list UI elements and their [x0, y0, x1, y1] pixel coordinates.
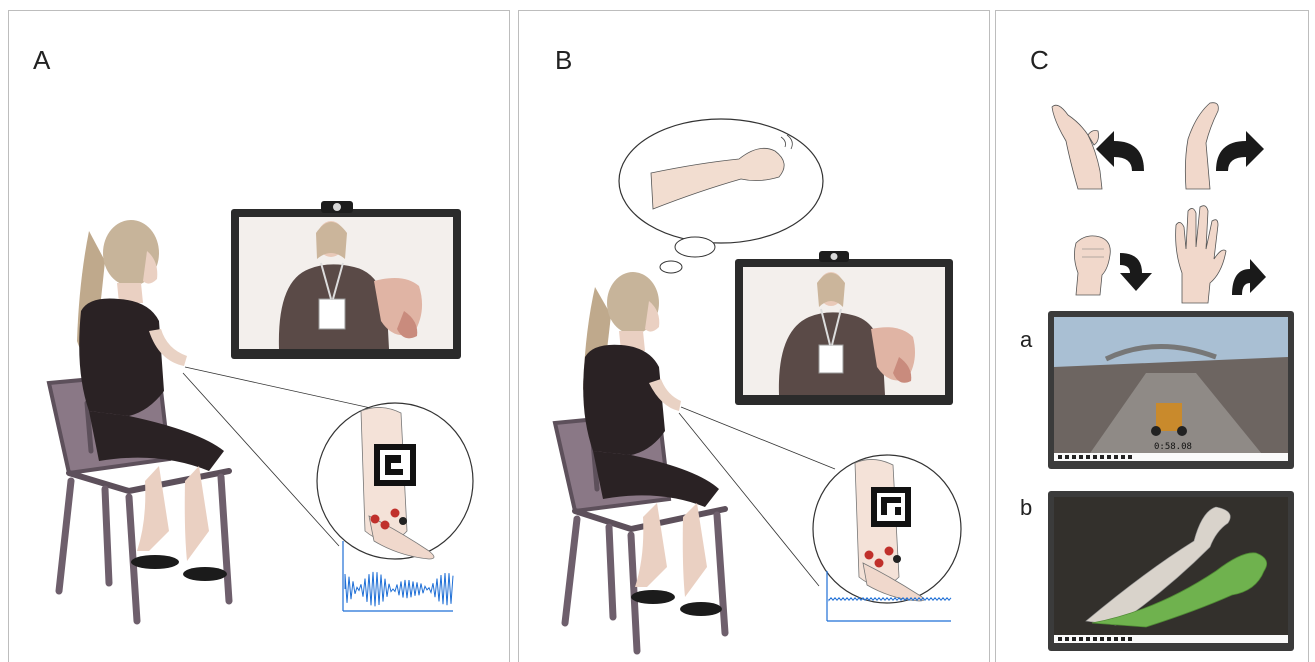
taskbar-icon	[1100, 455, 1104, 459]
taskbar-icon	[1093, 455, 1097, 459]
rotate-arrow-icon	[1120, 253, 1152, 291]
thought-bubble	[619, 119, 823, 273]
screen-a-racing-game: 0:58.08	[1048, 311, 1294, 469]
monitor-a	[231, 209, 461, 359]
rotate-arrow-icon	[1232, 259, 1266, 295]
taskbar-icon	[1114, 455, 1118, 459]
fiducial-marker-icon	[871, 487, 911, 527]
taskbar-icon	[1072, 455, 1076, 459]
panel-c: C a b	[995, 10, 1309, 662]
screen-b-virtual-arm	[1048, 491, 1294, 651]
taskbar-icon	[1065, 455, 1069, 459]
taskbar-icon	[1107, 637, 1111, 641]
gestures-and-screens: 0:58.08	[996, 11, 1309, 662]
taskbar-icon	[1058, 637, 1062, 641]
seated-woman-b	[583, 272, 722, 616]
scene-b-illustration	[519, 11, 990, 662]
gesture-wrist-extension	[1185, 103, 1218, 189]
taskbar-icon	[1093, 637, 1097, 641]
taskbar-icon	[1114, 637, 1118, 641]
panel-b: B	[518, 10, 990, 662]
taskbar-icon	[1128, 637, 1132, 641]
taskbar-icon	[1065, 637, 1069, 641]
panel-a: A	[8, 10, 510, 662]
scene-a-illustration	[9, 11, 510, 662]
monitor-b	[735, 259, 953, 405]
gesture-wrist-flexion	[1052, 105, 1102, 189]
taskbar-icon	[1058, 455, 1062, 459]
wrist-closeup-b	[813, 455, 961, 603]
taskbar-icon	[1121, 455, 1125, 459]
rotate-arrow-icon	[1216, 131, 1264, 171]
taskbar-icon	[1100, 637, 1104, 641]
webcam-icon	[321, 201, 353, 213]
gesture-hand-open	[1176, 206, 1226, 303]
gesture-hand-close	[1074, 236, 1110, 295]
taskbar-icon	[1128, 455, 1132, 459]
taskbar-icon	[1086, 637, 1090, 641]
taskbar-icon	[1121, 637, 1125, 641]
webcam-icon	[819, 251, 849, 262]
fiducial-marker-icon	[374, 444, 416, 486]
taskbar-icon	[1107, 455, 1111, 459]
taskbar-icon	[1072, 637, 1076, 641]
taskbar-icon	[1086, 455, 1090, 459]
race-timer: 0:58.08	[1154, 442, 1192, 452]
seated-woman-a	[77, 220, 227, 581]
rotate-arrow-icon	[1096, 131, 1144, 171]
taskbar-icon	[1079, 455, 1083, 459]
taskbar-icon	[1079, 637, 1083, 641]
